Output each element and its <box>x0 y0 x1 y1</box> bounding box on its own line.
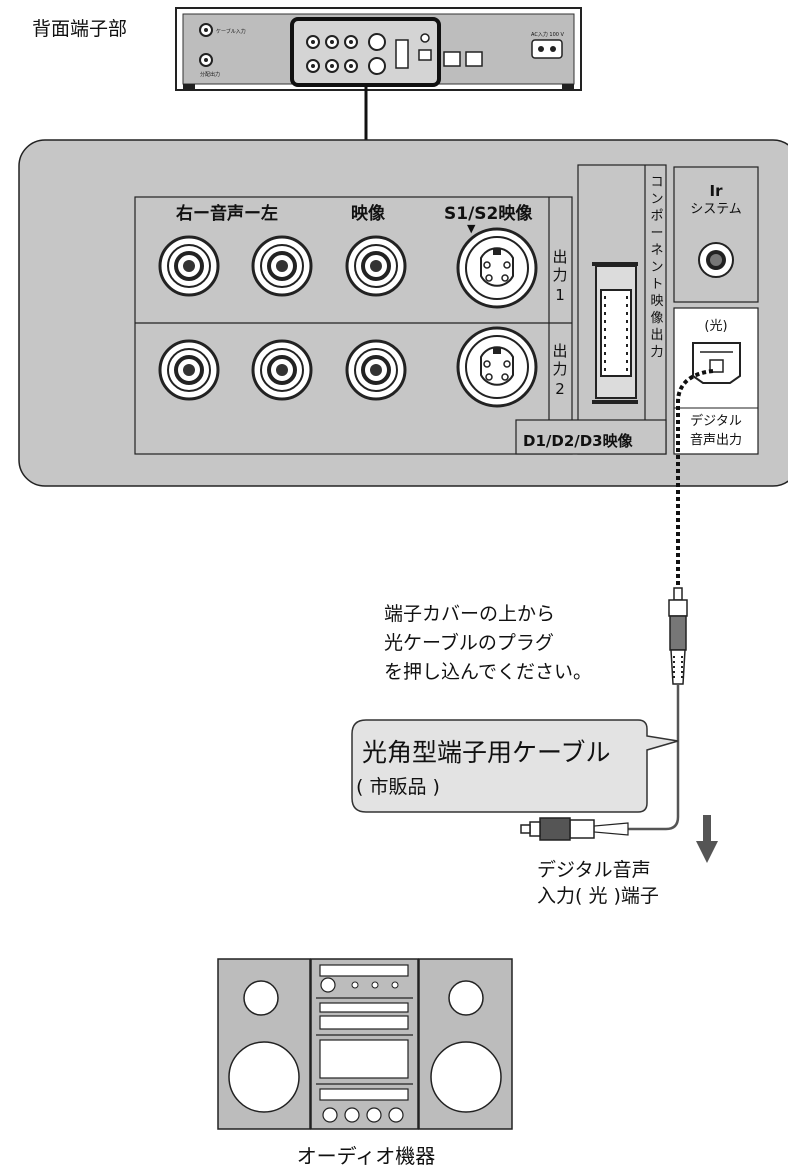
mini-optical-jack <box>418 49 432 61</box>
ir-system-label: システム <box>690 202 742 217</box>
ac-inlet <box>531 39 563 59</box>
svideo-jack-2 <box>456 326 538 408</box>
instruction-line-3: を押し込んでください。 <box>384 661 592 683</box>
mini-phone-jack <box>465 51 483 67</box>
component-vertical-label: コ ン ポ ー ネ ン ト 映 像 出 力 <box>650 175 663 360</box>
mini-lan-jack <box>443 51 461 67</box>
out2-char-0: 出 <box>552 342 567 360</box>
rca-jack-video-1 <box>345 235 407 297</box>
ir-label: Ir <box>710 182 724 200</box>
magnified-panel: 右ー音声ー左 映像 S1/S2映像 ▼ <box>18 139 788 487</box>
optical-cable <box>520 369 714 841</box>
out1-char-0: 出 <box>552 248 567 266</box>
audio-device <box>217 958 513 1130</box>
video-label: 映像 <box>351 203 386 224</box>
svg-text:映: 映 <box>650 294 663 309</box>
d-terminal <box>592 262 638 404</box>
svg-text:像: 像 <box>650 311 663 326</box>
d-terminal-label: D1/D2/D3映像 <box>523 432 634 450</box>
recorder-rear: ケーブル入力 分配出力 AC入力 100 V <box>175 7 582 91</box>
svg-text:ネ: ネ <box>650 243 663 258</box>
svg-text:出: 出 <box>650 328 663 343</box>
svideo-label: S1/S2映像 <box>444 203 533 224</box>
out2-char-1: 力 <box>552 360 567 378</box>
svg-text:ー: ー <box>650 226 663 241</box>
out2-char-2: 2 <box>555 380 565 398</box>
rca-jack-audio-l-1 <box>251 235 313 297</box>
mini-d-terminal <box>395 39 409 69</box>
svg-text:ン: ン <box>650 192 663 207</box>
down-arrow-icon <box>696 815 718 863</box>
svideo-marker: ▼ <box>467 222 476 235</box>
svg-text:ト: ト <box>650 277 663 292</box>
rca-jack-audio-r-1 <box>158 235 220 297</box>
input-label-1: デジタル音声 <box>537 859 651 881</box>
instruction-line-1: 端子カバーの上から <box>384 603 555 625</box>
instruction-line-2: 光ケーブルのプラグ <box>384 631 554 654</box>
cable-callout: 光角型端子用ケーブル ( 市販品 ) <box>351 719 679 813</box>
highlight-frame <box>290 17 441 87</box>
mini-rca-jacks <box>306 33 386 75</box>
split-out-label: 分配出力 <box>200 71 220 78</box>
svg-text:ポ: ポ <box>650 209 663 224</box>
svg-text:力: 力 <box>650 345 663 360</box>
optical-jack <box>692 342 741 384</box>
input-label-2: 入力( 光 )端子 <box>537 885 659 907</box>
rca-jack-audio-l-2 <box>251 339 313 401</box>
out1-char-2: 1 <box>555 286 565 304</box>
page-title: 背面端子部 <box>32 18 127 40</box>
ir-jack <box>698 242 734 278</box>
cable-in-label: ケーブル入力 <box>216 28 246 35</box>
audio-label: 右ー音声ー左 <box>176 203 278 224</box>
ac-label: AC入力 100 V <box>531 31 565 38</box>
callout-sub: ( 市販品 ) <box>356 776 440 798</box>
svideo-jack-1 <box>456 227 538 309</box>
rca-jack-video-2 <box>345 339 407 401</box>
ir-block <box>673 166 759 303</box>
optical-label: (光) <box>704 319 727 334</box>
svg-text:ン: ン <box>650 260 663 275</box>
device-label: オーディオ機器 <box>297 1144 436 1168</box>
svg-text:コ: コ <box>650 175 663 190</box>
digital-out-label-2: 音声出力 <box>690 432 742 448</box>
out1-char-1: 力 <box>552 266 567 284</box>
callout-main: 光角型端子用ケーブル <box>362 738 611 767</box>
digital-out-label-1: デジタル <box>690 413 742 429</box>
rca-jack-audio-r-2 <box>158 339 220 401</box>
mini-ir-jack <box>420 33 430 43</box>
